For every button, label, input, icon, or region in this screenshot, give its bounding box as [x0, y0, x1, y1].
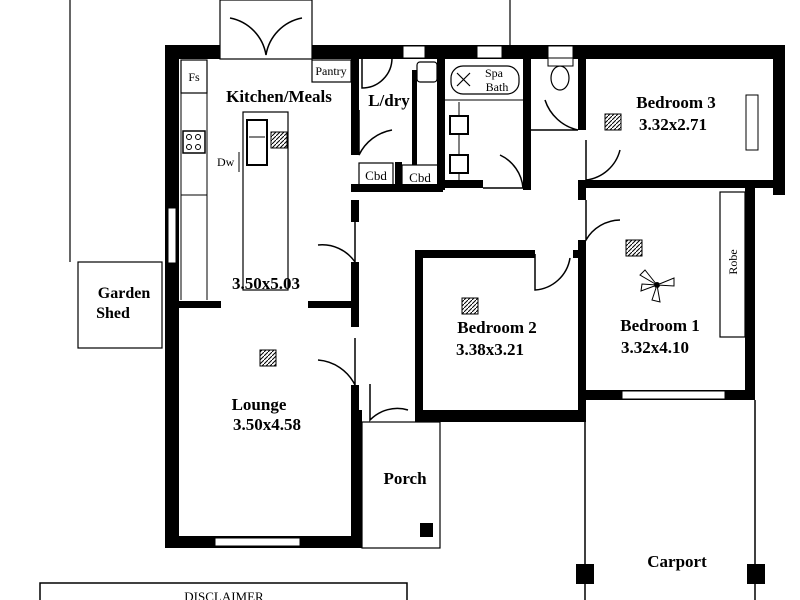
light-icon — [270, 131, 288, 149]
garden-shed: Garden Shed — [77, 261, 163, 349]
carport-post — [576, 564, 594, 584]
disclaimer-title: DISCLAIMER — [184, 589, 264, 600]
cupboard-label: Cbd — [365, 168, 387, 183]
cupboard — [401, 164, 439, 188]
laundry-tub-icon — [416, 61, 438, 83]
kitchen-fittings: Fs Dw Pantry — [180, 59, 352, 300]
pantry — [311, 59, 352, 83]
laundry-label: L/dry — [368, 91, 410, 110]
fridge-space — [180, 59, 208, 94]
pantry-label: Pantry — [315, 64, 346, 78]
bedroom3-size: 3.32x2.71 — [639, 115, 707, 134]
disclaimer-box: DISCLAIMER — [39, 582, 408, 600]
sink-icon — [246, 119, 268, 166]
bedroom2-label: Bedroom 2 — [457, 318, 537, 337]
bedroom1-fittings: Robe — [639, 191, 746, 338]
light-icon — [625, 239, 643, 257]
interior-doors[interactable] — [317, 57, 621, 422]
carport-label: Carport — [647, 552, 707, 571]
porch-label: Porch — [383, 469, 427, 488]
kitchen-size: 3.50x5.03 — [232, 274, 300, 293]
cupboard-label: Cbd — [409, 170, 431, 185]
kitchen-label: Kitchen/Meals — [226, 87, 332, 106]
light-icon — [604, 113, 622, 131]
room-labels: Kitchen/Meals 3.50x5.03 L/dry Lounge 3.5… — [226, 87, 716, 571]
bedroom1-size: 3.32x4.10 — [621, 338, 689, 357]
spa-bath-icon — [450, 65, 520, 95]
ceiling-fan-icon — [639, 269, 675, 303]
bedroom2-size: 3.38x3.21 — [456, 340, 524, 359]
interior-walls — [179, 55, 778, 548]
lounge-size: 3.50x4.58 — [233, 415, 301, 434]
porch — [361, 421, 441, 549]
carport — [576, 400, 765, 600]
wet-area-fittings: Cbd Cbd Spa Bath — [358, 57, 574, 188]
cupboard — [358, 162, 394, 187]
basin-icon — [449, 115, 469, 135]
lounge-label: Lounge — [232, 395, 287, 414]
robe-label: Robe — [726, 249, 740, 274]
light-icon — [259, 349, 277, 367]
toilet-icon — [550, 65, 570, 91]
light-icon — [461, 297, 479, 315]
basin-icon — [449, 154, 469, 174]
kitchen-french-doors[interactable] — [219, 0, 313, 60]
spa-bath-label: Bath — [486, 80, 509, 94]
bedroom1-label: Bedroom 1 — [620, 316, 700, 335]
kitchen-island — [242, 111, 289, 291]
cooktop-icon — [182, 130, 206, 154]
bedroom3-label: Bedroom 3 — [636, 93, 716, 112]
robe — [719, 191, 746, 338]
light-fittings — [259, 113, 643, 367]
carport-post — [747, 564, 765, 584]
spa-bath-label: Spa — [485, 66, 504, 80]
fridge-label: Fs — [188, 70, 200, 84]
dishwasher-label: Dw — [217, 155, 235, 169]
garden-shed-label: Shed — [96, 305, 130, 322]
garden-shed-label: Garden — [98, 285, 151, 302]
